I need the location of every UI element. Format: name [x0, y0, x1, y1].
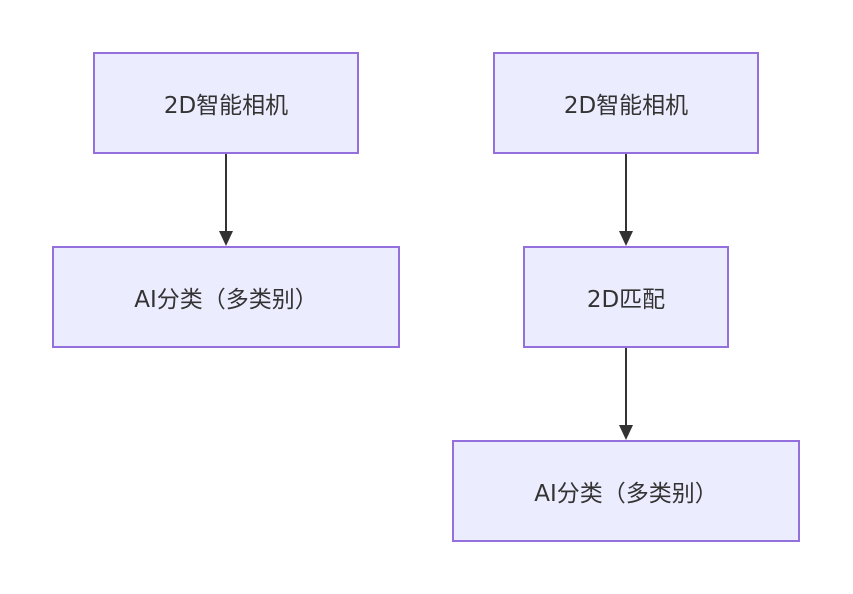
node-label: 2D智能相机 — [563, 93, 689, 119]
node-label: AI分类（多类别） — [134, 287, 318, 313]
node-label: AI分类（多类别） — [534, 481, 718, 507]
node-right-2d-matching: 2D匹配 — [523, 246, 729, 348]
node-left-ai-classification: AI分类（多类别） — [52, 246, 400, 348]
node-label: 2D智能相机 — [163, 93, 289, 119]
node-right-2d-smart-camera: 2D智能相机 — [493, 52, 759, 154]
node-left-2d-smart-camera: 2D智能相机 — [93, 52, 359, 154]
arrowhead-left-classify — [219, 231, 233, 246]
arrowhead-right-classify — [619, 425, 633, 440]
node-right-ai-classification: AI分类（多类别） — [452, 440, 800, 542]
node-label: 2D匹配 — [586, 287, 666, 313]
arrowhead-right-match — [619, 231, 633, 246]
